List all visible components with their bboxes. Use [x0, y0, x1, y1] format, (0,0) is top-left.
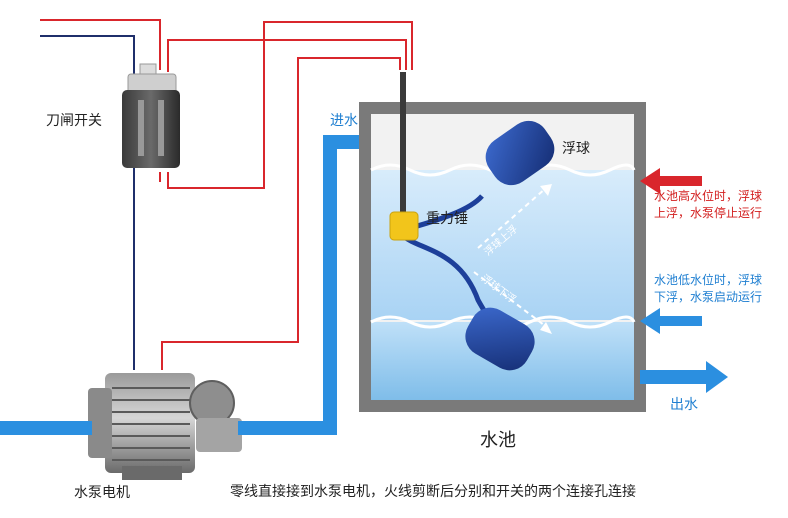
wiring-caption: 零线直接接到水泵电机，火线剪断后分别和开关的两个连接孔连接 — [230, 484, 636, 500]
gravity-weight-icon — [389, 211, 419, 241]
water-pump-icon — [88, 373, 242, 480]
high-level-note-line2: 上浮，水泵停止运行 — [654, 206, 763, 220]
pool-label: 水池 — [480, 430, 516, 451]
high-level-arrow — [640, 168, 702, 194]
inlet-label: 进水 — [330, 113, 358, 129]
low-level-note-line2: 下浮，水泵启动运行 — [654, 290, 763, 304]
low-level-arrow — [640, 308, 702, 334]
low-level-note-line1: 水池低水位时，浮球 — [654, 273, 763, 287]
outlet-arrow — [640, 361, 728, 393]
live-wire-source — [40, 19, 161, 70]
pump-label: 水泵电机 — [74, 485, 130, 501]
live-wire-to-float — [167, 39, 407, 72]
neutral-wire — [40, 35, 135, 370]
float-ball-label: 浮球 — [562, 141, 590, 157]
pipes — [0, 135, 386, 435]
high-level-note-line1: 水池高水位时，浮球 — [654, 189, 763, 203]
float-ball-icon — [465, 120, 555, 371]
live-wires — [40, 19, 413, 189]
low-level-note: 水池低水位时，浮球 下浮，水泵启动运行 — [654, 272, 762, 306]
pipe-to-tank — [238, 135, 386, 435]
switch-label: 刀闸开关 — [46, 113, 102, 129]
high-level-note: 水池高水位时，浮球 上浮，水泵停止运行 — [654, 188, 762, 222]
weight-label: 重力锤 — [426, 211, 468, 227]
live-wire-to-pump-1 — [167, 21, 413, 189]
outlet-label: 出水 — [670, 397, 698, 413]
live-wire-pump-feed — [161, 57, 401, 370]
knife-switch-icon — [122, 63, 180, 168]
